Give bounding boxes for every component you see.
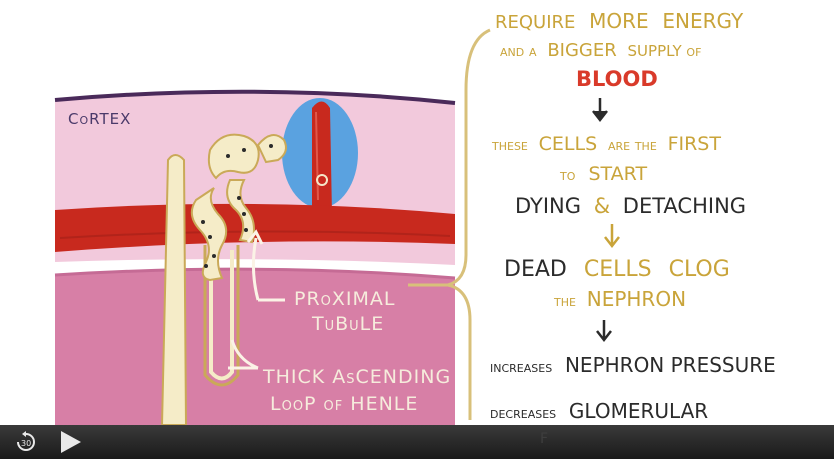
replay-seconds: 30 — [21, 439, 31, 448]
thick-label-2: LooP of HENLE — [270, 393, 418, 415]
note-start: START — [588, 163, 647, 185]
note-nephron-pressure: NEPHRON PRESSURE — [565, 353, 776, 377]
svg-text:DYING & DETACH: DYING & DETACHING — [515, 194, 746, 218]
video-control-bar: 30 — [0, 425, 834, 459]
svg-text:and a BIGGER S: and a BIGGER SUPPLY of — [500, 40, 701, 61]
note-ampersand: & — [594, 194, 610, 218]
replay-30-button[interactable]: 30 — [14, 431, 38, 453]
note-clog: CLOG — [669, 257, 730, 282]
note-these: these — [491, 136, 528, 154]
replay-icon: 30 — [14, 431, 38, 453]
note-blood: BLOOD — [576, 67, 658, 91]
note-glomerular: GLOMERULAR — [569, 399, 708, 423]
note-detaching: DETACHING — [623, 194, 746, 218]
svg-text:REQUIRE MORE E: REQUIRE MORE ENERGY — [495, 9, 744, 33]
proximal-label-1: PRoXIMAL — [294, 288, 396, 310]
thick-label-1: THICK AsCENDING — [262, 366, 451, 388]
note-are-the: are the — [608, 136, 657, 154]
note-first: FIRST — [668, 133, 722, 155]
interlobular-artery — [312, 102, 332, 216]
note-supply: SUPPLY of — [628, 42, 702, 60]
partial-note-f: F — [540, 431, 548, 447]
note-cells-2: CELLS — [584, 257, 652, 282]
note-more: MORE — [589, 9, 649, 33]
video-frame: CoRTEX PRoXIMAL TuBuLE THICK AsCENDING L… — [0, 0, 834, 425]
note-require: REQUIRE — [495, 12, 575, 33]
note-energy: ENERGY — [662, 9, 744, 33]
cortex-label: CoRTEX — [68, 110, 131, 128]
note-decreases: decreases — [490, 404, 556, 422]
note-cells: CELLS — [539, 133, 598, 155]
note-increases: increases — [490, 358, 552, 376]
svg-text:to START: to START — [559, 163, 647, 185]
play-button[interactable] — [58, 430, 84, 454]
note-the: the — [553, 292, 576, 310]
note-nephron: NEPHRON — [587, 287, 686, 311]
svg-text:DEAD CELLS CLO: DEAD CELLS CLOG — [504, 257, 730, 282]
kidney-diagram: CoRTEX PRoXIMAL TuBuLE THICK AsCENDING L… — [0, 0, 834, 425]
note-and-a: and a — [500, 42, 537, 60]
note-bigger: BIGGER — [547, 40, 616, 61]
play-icon — [58, 430, 84, 454]
note-dying: DYING — [515, 194, 581, 218]
note-dead: DEAD — [504, 257, 567, 282]
proximal-label-2: TuBuLE — [311, 313, 384, 335]
note-to: to — [559, 165, 576, 184]
